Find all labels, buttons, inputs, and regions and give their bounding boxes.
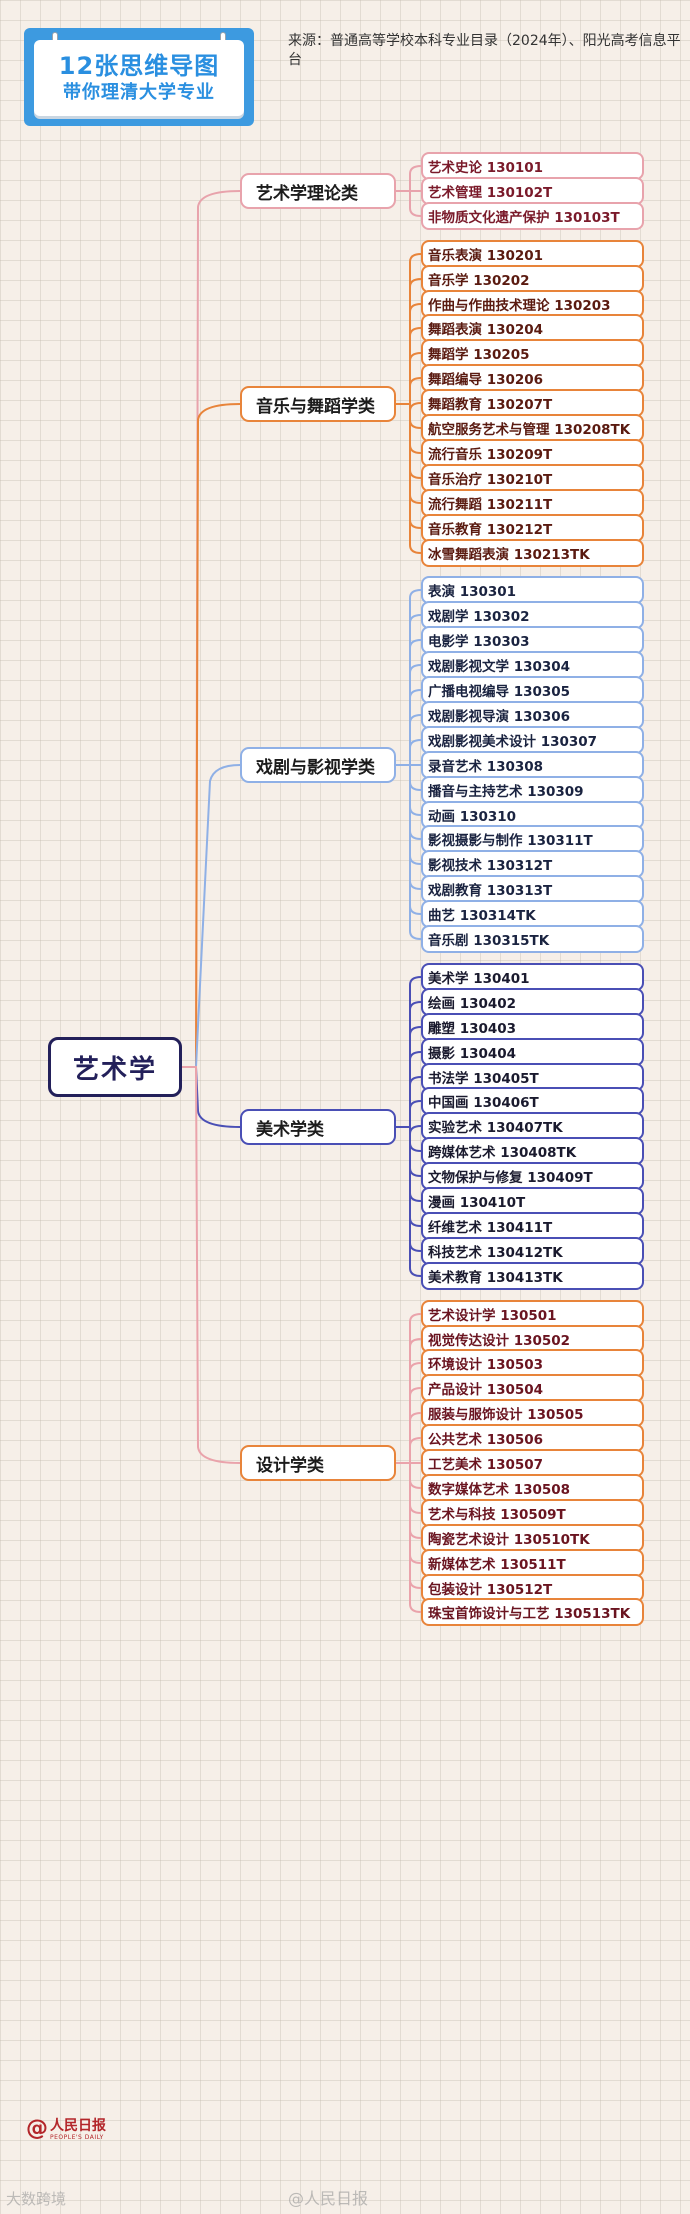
- major-item: 中国画 130406T: [421, 1087, 644, 1115]
- major-item: 纤维艺术 130411T: [421, 1212, 644, 1240]
- major-item: 电影学 130303: [421, 626, 644, 654]
- major-item: 流行音乐 130209T: [421, 439, 644, 467]
- badge-title: 12张思维导图: [58, 52, 220, 80]
- major-item: 实验艺术 130407TK: [421, 1112, 644, 1140]
- major-item: 艺术设计学 130501: [421, 1300, 644, 1328]
- major-item: 视觉传达设计 130502: [421, 1325, 644, 1353]
- logo-en: PEOPLE'S DAILY: [50, 2134, 104, 2141]
- major-item: 数字媒体艺术 130508: [421, 1474, 644, 1502]
- title-badge: 12张思维导图 带你理清大学专业: [24, 28, 254, 126]
- major-item: 漫画 130410T: [421, 1187, 644, 1215]
- major-item: 航空服务艺术与管理 130208TK: [421, 414, 644, 442]
- major-item: 珠宝首饰设计与工艺 130513TK: [421, 1598, 644, 1626]
- major-item: 艺术管理 130102T: [421, 177, 644, 205]
- major-item: 播音与主持艺术 130309: [421, 776, 644, 804]
- major-item: 环境设计 130503: [421, 1349, 644, 1377]
- major-item: 广播电视编导 130305: [421, 676, 644, 704]
- major-item: 戏剧影视导演 130306: [421, 701, 644, 729]
- category-node: 美术学类: [240, 1109, 396, 1145]
- major-item: 产品设计 130504: [421, 1374, 644, 1402]
- major-item: 舞蹈教育 130207T: [421, 389, 644, 417]
- source-note: 来源：普通高等学校本科专业目录（2024年）、阳光高考信息平台: [288, 33, 681, 68]
- peoples-daily-logo: @ 人民日报 PEOPLE'S DAILY: [26, 2118, 106, 2142]
- major-item: 音乐表演 130201: [421, 240, 644, 268]
- badge-subtitle: 带你理清大学专业: [63, 82, 215, 103]
- watermark-center: @人民日报: [288, 2189, 369, 2208]
- category-node: 音乐与舞蹈学类: [240, 386, 396, 422]
- major-item: 动画 130310: [421, 801, 644, 829]
- major-item: 戏剧教育 130313T: [421, 875, 644, 903]
- root-node: 艺术学: [48, 1037, 182, 1097]
- major-item: 公共艺术 130506: [421, 1424, 644, 1452]
- major-item: 雕塑 130403: [421, 1013, 644, 1041]
- category-node: 戏剧与影视学类: [240, 747, 396, 783]
- major-item: 流行舞蹈 130211T: [421, 489, 644, 517]
- major-item: 冰雪舞蹈表演 130213TK: [421, 539, 644, 567]
- logo-cn: 人民日报: [50, 2118, 106, 2134]
- major-item: 服装与服饰设计 130505: [421, 1399, 644, 1427]
- major-item: 书法学 130405T: [421, 1063, 644, 1091]
- major-item: 音乐治疗 130210T: [421, 464, 644, 492]
- at-logo-icon: @: [26, 2116, 48, 2141]
- major-item: 文物保护与修复 130409T: [421, 1162, 644, 1190]
- major-item: 音乐学 130202: [421, 265, 644, 293]
- major-item: 表演 130301: [421, 576, 644, 604]
- major-item: 戏剧影视文学 130304: [421, 651, 644, 679]
- major-item: 音乐教育 130212T: [421, 514, 644, 542]
- major-item: 陶瓷艺术设计 130510TK: [421, 1524, 644, 1552]
- major-item: 舞蹈编导 130206: [421, 364, 644, 392]
- major-item: 戏剧学 130302: [421, 601, 644, 629]
- watermark-left: 大数跨境: [6, 2190, 67, 2208]
- major-item: 工艺美术 130507: [421, 1449, 644, 1477]
- badge-card: 12张思维导图 带你理清大学专业: [34, 40, 244, 116]
- major-item: 科技艺术 130412TK: [421, 1237, 644, 1265]
- major-item: 录音艺术 130308: [421, 751, 644, 779]
- major-item: 绘画 130402: [421, 988, 644, 1016]
- category-node: 设计学类: [240, 1445, 396, 1481]
- major-item: 非物质文化遗产保护 130103T: [421, 202, 644, 230]
- major-item: 影视摄影与制作 130311T: [421, 825, 644, 853]
- major-item: 艺术史论 130101: [421, 152, 644, 180]
- major-item: 美术教育 130413TK: [421, 1262, 644, 1290]
- major-item: 音乐剧 130315TK: [421, 925, 644, 953]
- major-item: 美术学 130401: [421, 963, 644, 991]
- category-node: 艺术学理论类: [240, 173, 396, 209]
- major-item: 戏剧影视美术设计 130307: [421, 726, 644, 754]
- major-item: 跨媒体艺术 130408TK: [421, 1137, 644, 1165]
- major-item: 新媒体艺术 130511T: [421, 1549, 644, 1577]
- major-item: 曲艺 130314TK: [421, 900, 644, 928]
- major-item: 摄影 130404: [421, 1038, 644, 1066]
- major-item: 艺术与科技 130509T: [421, 1499, 644, 1527]
- major-item: 影视技术 130312T: [421, 850, 644, 878]
- major-item: 舞蹈表演 130204: [421, 314, 644, 342]
- major-item: 舞蹈学 130205: [421, 339, 644, 367]
